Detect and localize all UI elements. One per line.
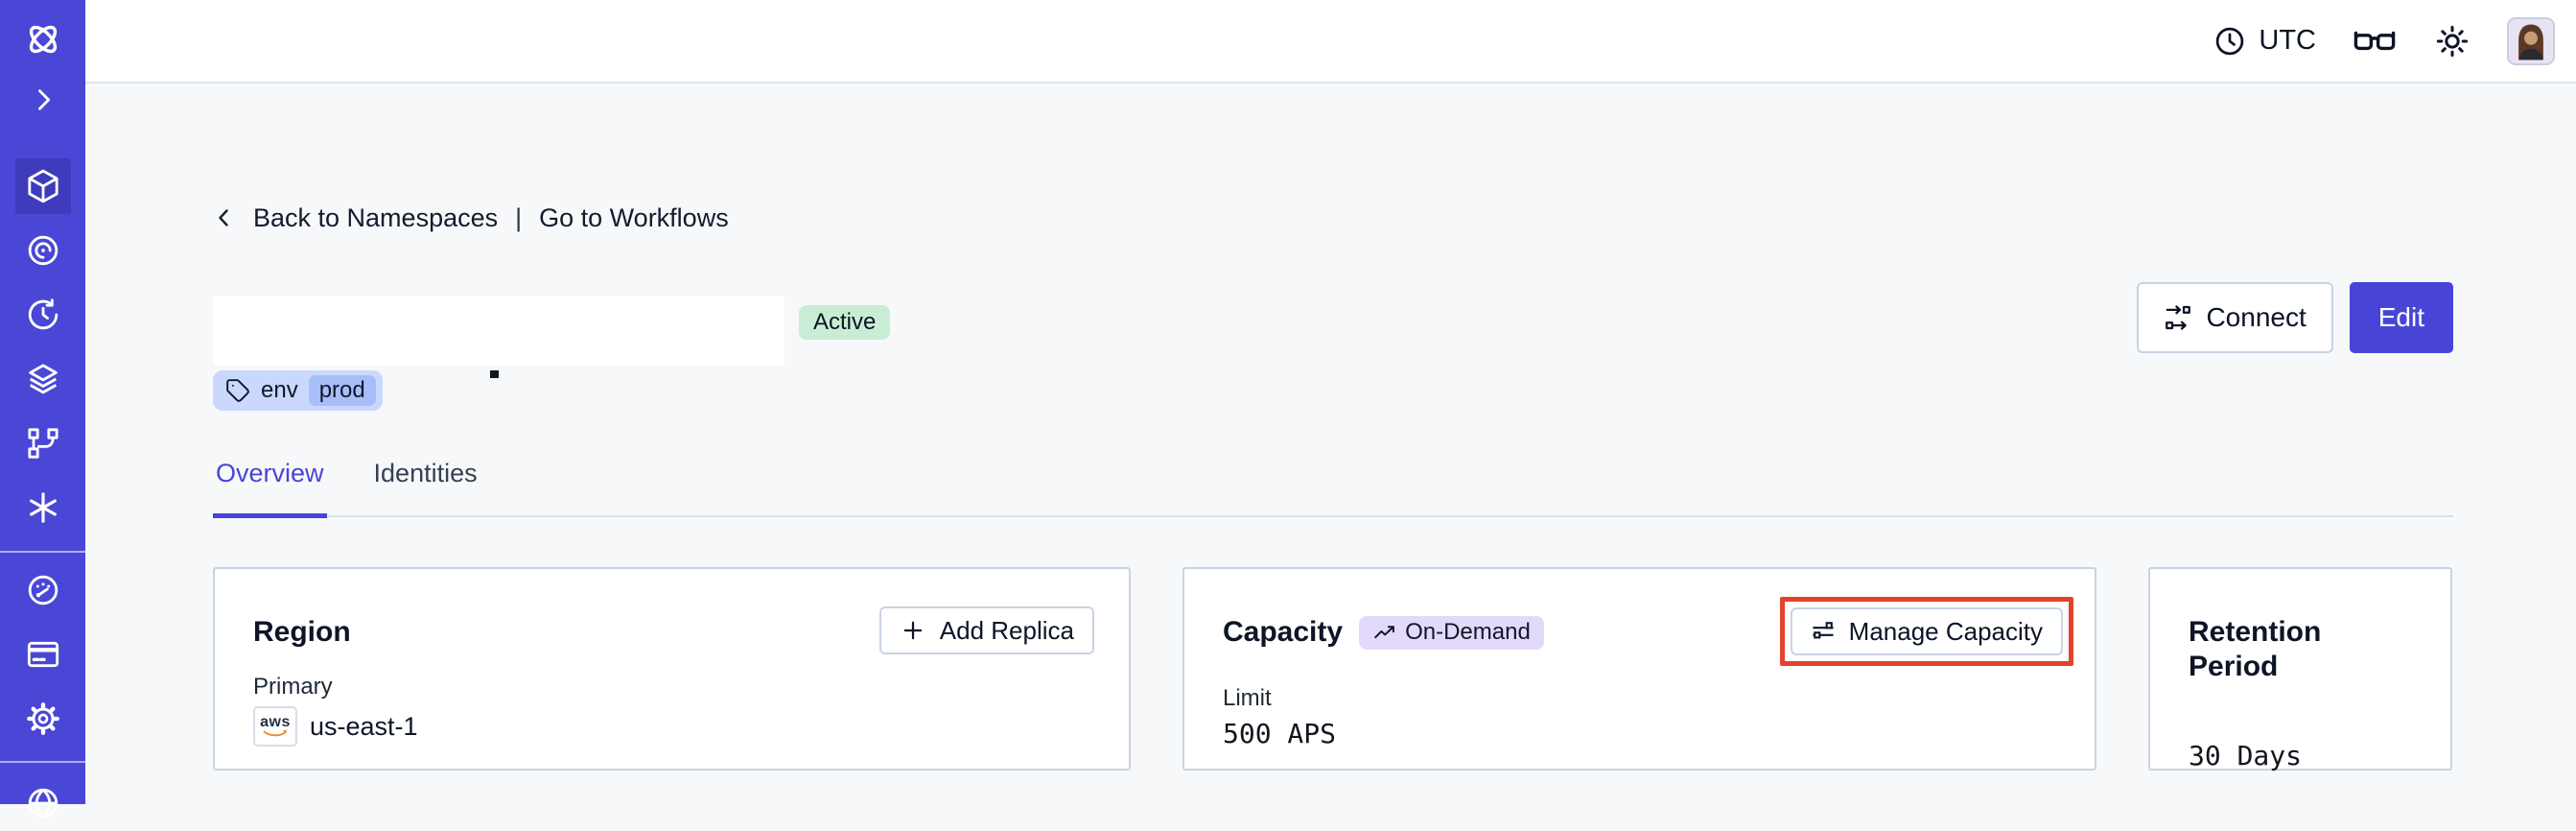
plus-icon [903, 621, 923, 640]
edit-button-label: Edit [2377, 302, 2424, 332]
capacity-limit-value: 500 APS [1223, 718, 1337, 749]
asterisk-icon [29, 492, 57, 523]
theme-toggle[interactable] [2433, 22, 2471, 60]
avatar-photo [2509, 18, 2553, 63]
sidebar-divider [0, 551, 85, 553]
aws-logo-text: aws [260, 714, 291, 730]
breadcrumb-separator: | [515, 202, 523, 232]
spiral-icon [28, 235, 58, 266]
summary-cards: Region Add Replica Primary aws us [213, 567, 2453, 772]
trending-up-icon [1374, 625, 1394, 638]
tag-row: env prod [213, 370, 2453, 411]
user-avatar[interactable] [2507, 16, 2555, 65]
sidebar-item-settings[interactable] [15, 691, 71, 747]
glasses-icon [2354, 31, 2396, 50]
region-value: us-east-1 [310, 711, 418, 741]
sidebar-item-schedules[interactable] [15, 287, 71, 343]
on-demand-label: On-Demand [1405, 619, 1531, 645]
sidebar-divider [0, 761, 85, 763]
sidebar [0, 0, 85, 819]
manage-capacity-button[interactable]: Manage Capacity [1790, 607, 2063, 655]
primary-label: Primary [253, 674, 333, 700]
edit-button[interactable]: Edit [2349, 282, 2453, 353]
cube-icon [27, 169, 59, 203]
go-to-workflows-link[interactable]: Go to Workflows [539, 202, 729, 232]
namespace-name-redacted [213, 297, 785, 378]
sidebar-item-support[interactable] [15, 775, 71, 831]
credit-card-icon [27, 641, 59, 668]
header-actions: Connect Edit [2137, 282, 2453, 353]
gauge-icon [28, 575, 58, 605]
connect-button-label: Connect [2206, 302, 2307, 332]
back-to-namespaces-link[interactable]: Back to Namespaces [253, 202, 499, 232]
clock-icon [2216, 27, 2244, 55]
expand-sidebar-chevron-icon[interactable] [15, 81, 71, 119]
manage-capacity-label: Manage Capacity [1848, 616, 2043, 646]
gear-icon [26, 702, 59, 735]
status-badge: Active [799, 305, 891, 340]
labs-toggle[interactable] [2352, 25, 2398, 58]
tag-icon [226, 379, 249, 402]
namespace-title-row: Active Connect Edit [213, 282, 2453, 378]
sidebar-item-namespaces[interactable] [14, 158, 71, 214]
sidebar-item-nexus[interactable] [15, 480, 71, 535]
region-card-title: Region [253, 616, 351, 648]
env-tag[interactable]: env prod [213, 370, 383, 411]
back-chevron-icon[interactable] [213, 203, 236, 232]
main-content: Back to Namespaces | Go to Workflows Act… [85, 85, 2576, 804]
branch-icon [27, 428, 59, 459]
region-card: Region Add Replica Primary aws us [213, 567, 1131, 771]
sidebar-item-workflows[interactable] [15, 223, 71, 278]
retention-card-title: Retention Period [2189, 616, 2322, 682]
tab-bar: Overview Identities [213, 459, 2453, 518]
connect-icon [2166, 305, 2191, 330]
sidebar-item-deployments[interactable] [15, 351, 71, 407]
limit-label: Limit [1223, 685, 1272, 711]
tag-key: env [261, 377, 298, 403]
sun-icon [2436, 25, 2469, 57]
capacity-card: Capacity On-Demand [1183, 567, 2096, 771]
redaction-artifact [490, 370, 499, 378]
tab-overview[interactable]: Overview [213, 459, 327, 518]
retention-value: 30 Days [2189, 740, 2303, 772]
breadcrumb: Back to Namespaces | Go to Workflows [213, 202, 2453, 233]
tab-identities[interactable]: Identities [373, 459, 478, 487]
click-highlight-annotation: Manage Capacity [1779, 597, 2073, 666]
tag-value: prod [308, 375, 376, 406]
retention-card: Retention Period 30 Days [2148, 567, 2452, 772]
sidebar-item-usage[interactable] [15, 562, 71, 618]
capacity-card-title: Capacity [1223, 616, 1344, 648]
sidebar-item-billing[interactable] [15, 627, 71, 682]
timezone-selector[interactable]: UTC [2213, 24, 2316, 59]
layers-icon [28, 364, 58, 394]
add-replica-label: Add Replica [939, 615, 1074, 645]
top-bar: UTC [85, 0, 2576, 83]
aws-smile [263, 730, 287, 737]
temporal-logo-icon[interactable] [21, 17, 65, 61]
add-replica-button[interactable]: Add Replica [878, 606, 1094, 654]
connect-button[interactable]: Connect [2137, 282, 2333, 353]
sidebar-item-worker-versioning[interactable] [15, 416, 71, 471]
timezone-label: UTC [2259, 25, 2316, 56]
timer-icon [28, 298, 58, 330]
on-demand-badge: On-Demand [1359, 615, 1544, 650]
globe-icon [28, 788, 58, 819]
sliders-icon [1812, 622, 1834, 639]
aws-provider-icon: aws [253, 706, 297, 747]
